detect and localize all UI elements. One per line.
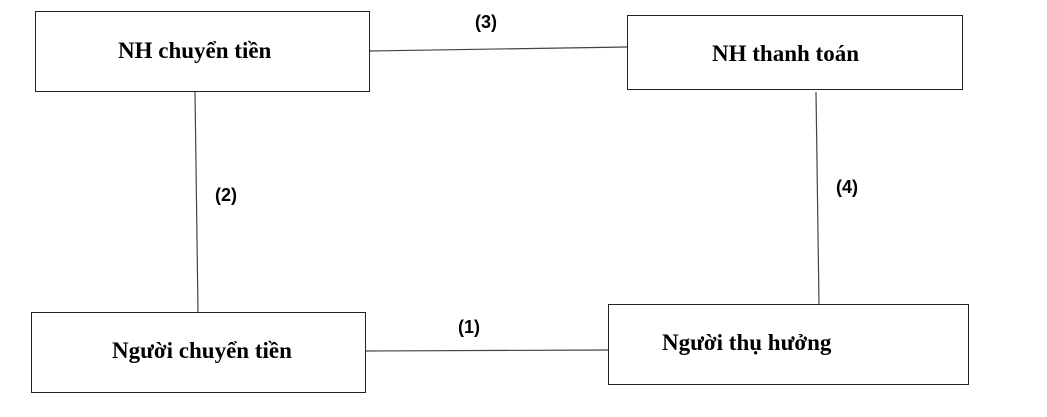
edge-label-4: (4) (836, 177, 858, 197)
sender-bank-label: NH chuyển tiền (118, 38, 272, 63)
edge-label-1: (1) (458, 317, 480, 337)
connector-2 (194, 91, 199, 314)
paying-bank-box (627, 15, 963, 90)
connector-3 (369, 46, 628, 52)
connector-1 (365, 349, 610, 352)
sender-label: Người chuyển tiền (112, 338, 292, 363)
beneficiary-label: Người thụ hưởng (662, 330, 832, 355)
edge-label-3: (3) (475, 12, 497, 32)
sender-box (31, 312, 366, 393)
beneficiary-box (608, 304, 969, 385)
edge-label-2: (2) (215, 185, 237, 205)
connector-4 (815, 91, 820, 306)
sender-bank-box (35, 11, 370, 92)
paying-bank-label: NH thanh toán (712, 41, 859, 66)
